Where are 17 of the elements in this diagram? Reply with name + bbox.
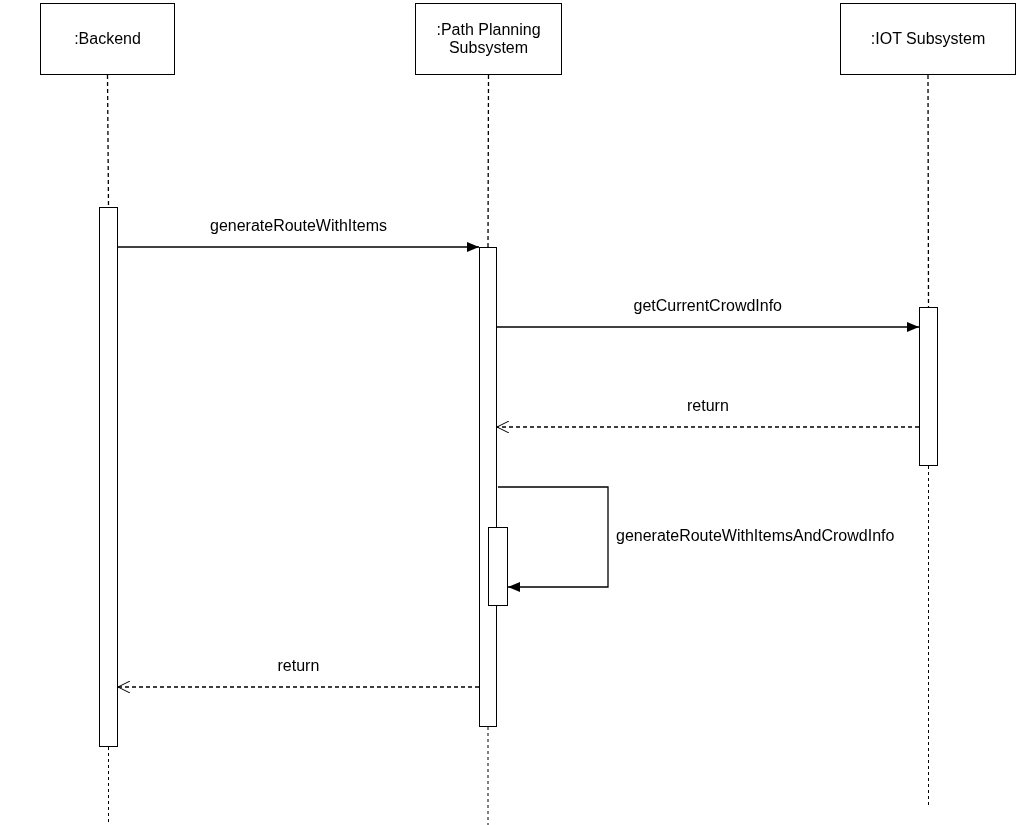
activation-bar — [919, 307, 938, 466]
lifeline-header: :IOT Subsystem — [840, 3, 1016, 75]
message-label: generateRouteWithItemsAndCrowdInfo — [614, 527, 897, 545]
lifeline — [487, 74, 490, 248]
message-arrow — [117, 242, 480, 252]
activation-bar — [488, 527, 508, 606]
return-arrow — [117, 680, 480, 694]
lifeline — [106, 74, 110, 208]
activation-bar — [99, 207, 118, 747]
message-arrow — [496, 322, 920, 332]
message-label: getCurrentCrowdInfo — [631, 297, 784, 315]
message-arrow — [497, 486, 609, 592]
return-arrow — [496, 420, 920, 434]
lifeline-header: :Path Planning Subsystem — [415, 3, 562, 75]
lifeline-header: :Backend — [40, 3, 175, 75]
activation-bar — [479, 247, 497, 727]
message-label: generateRouteWithItems — [208, 217, 389, 235]
